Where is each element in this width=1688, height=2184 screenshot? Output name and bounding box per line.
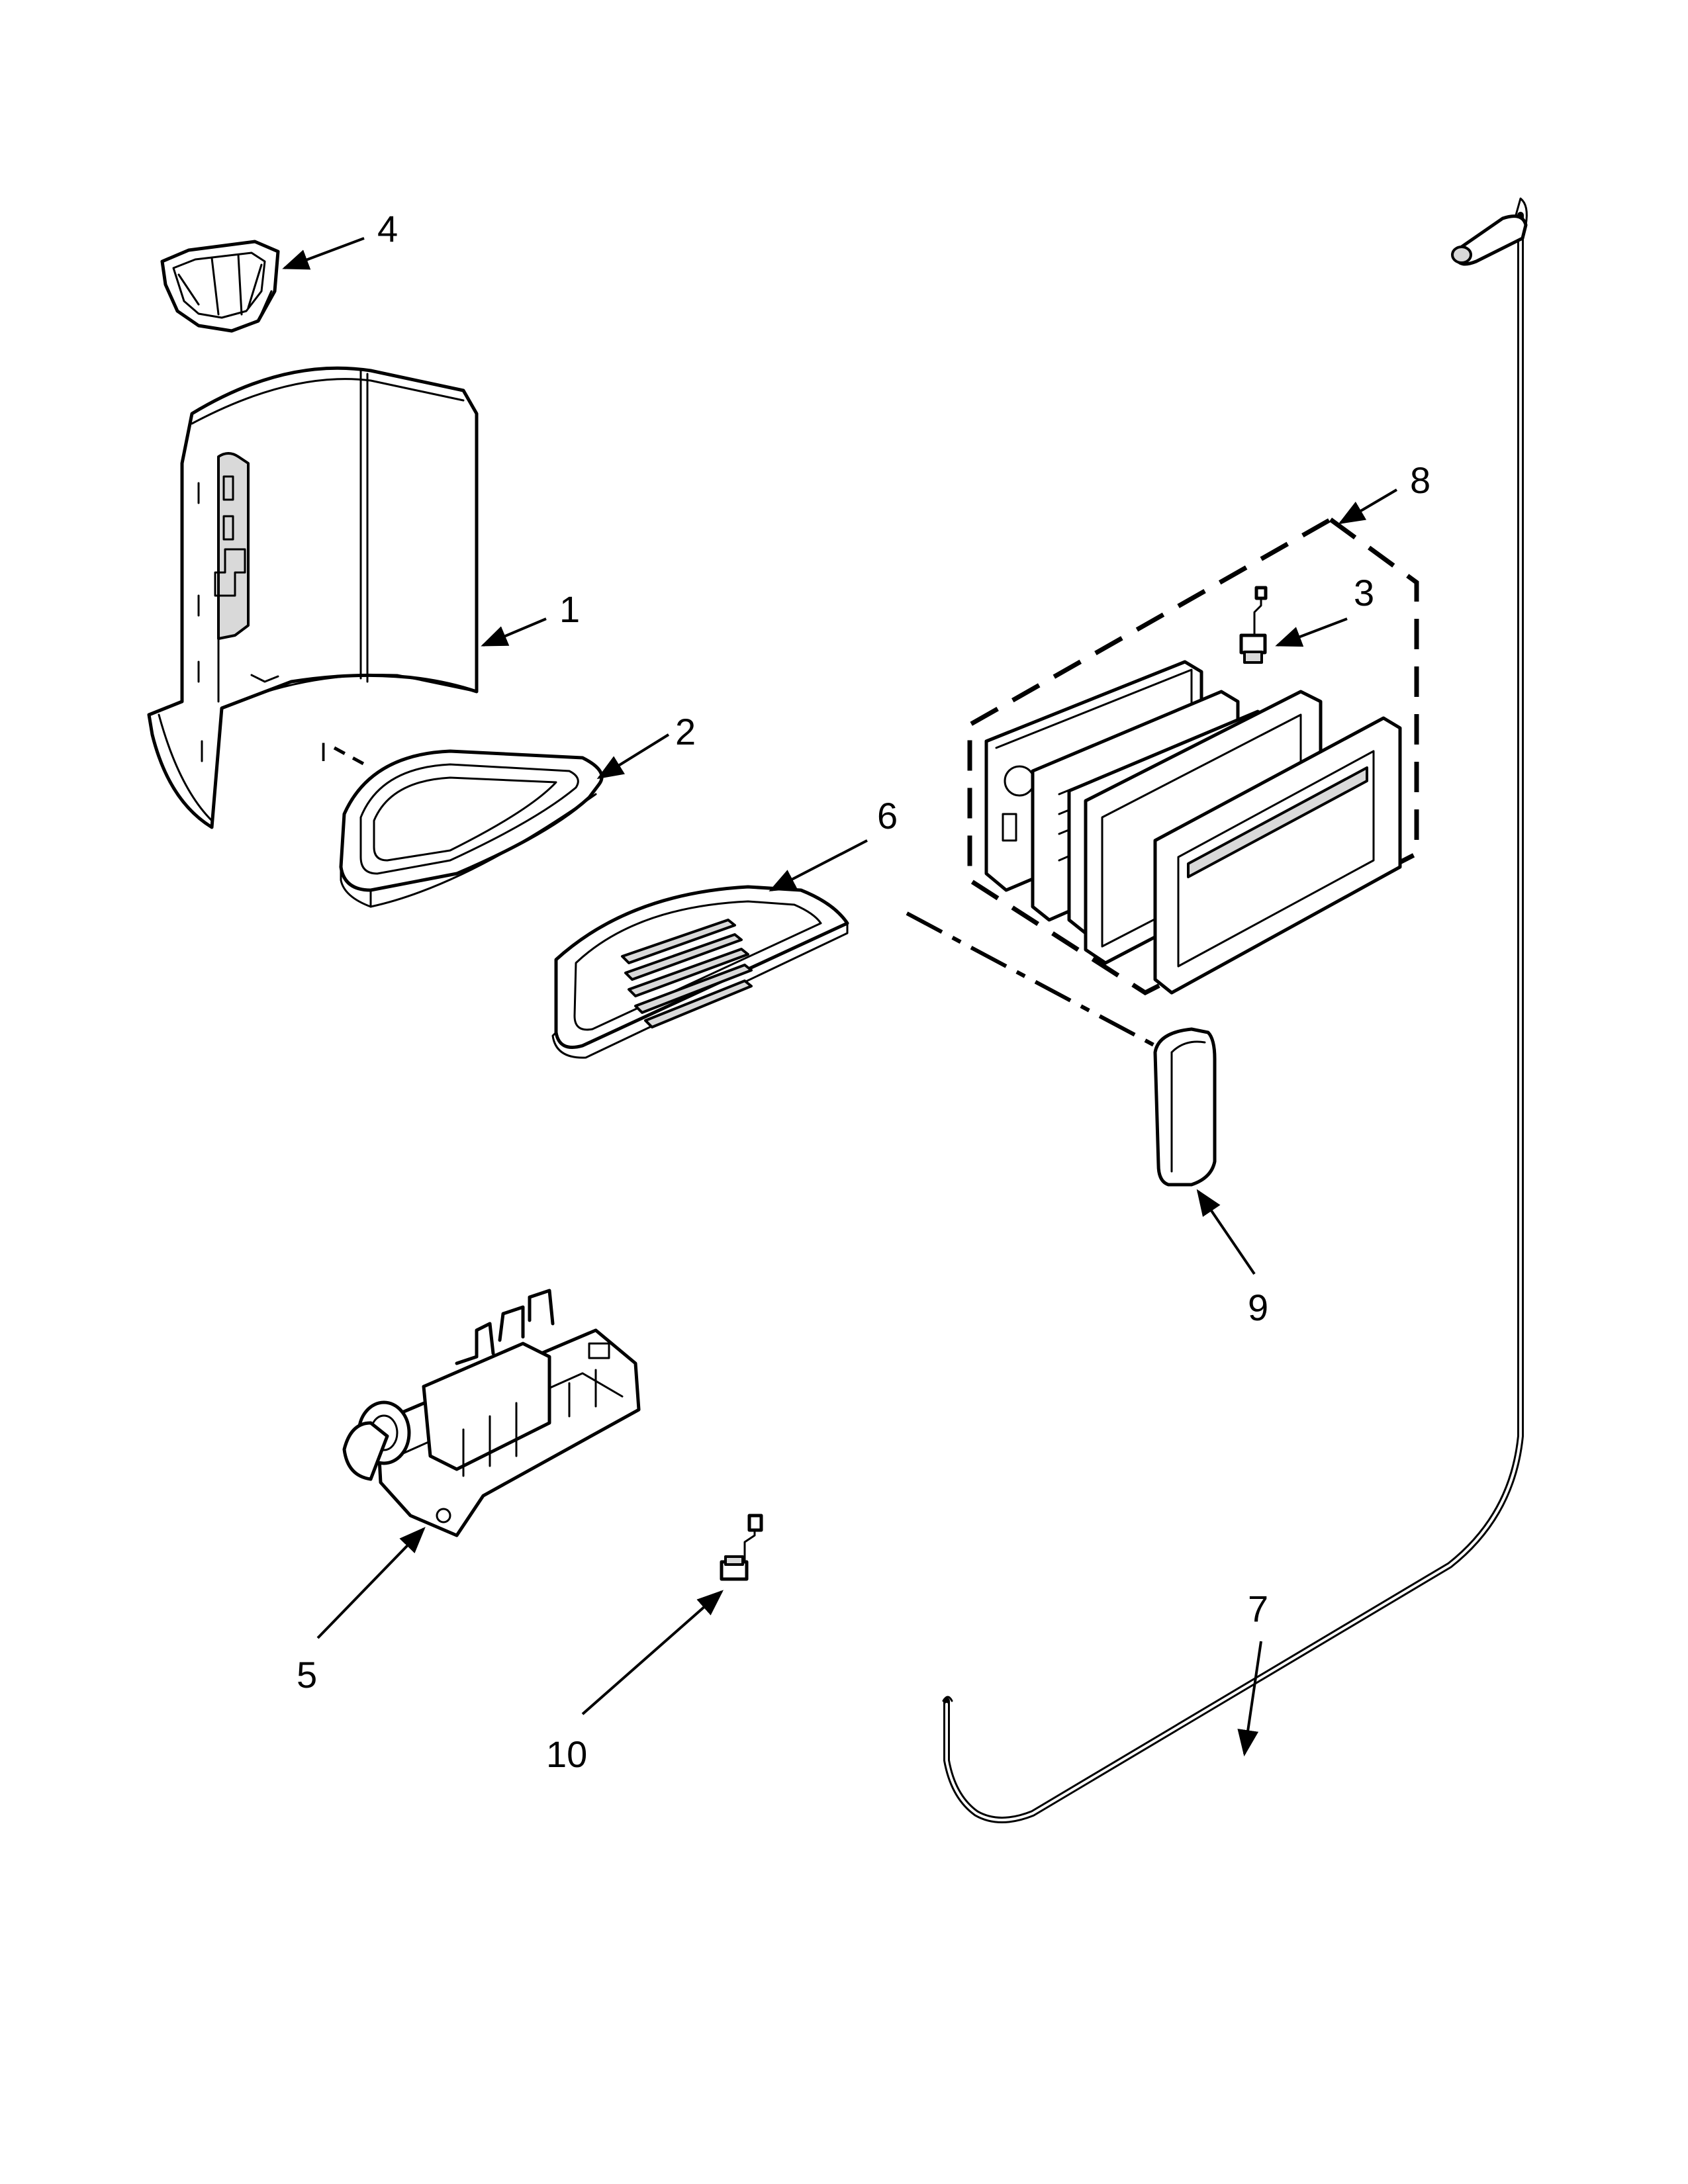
callout-7: 7 [1248, 1588, 1268, 1629]
leader-4 [282, 237, 365, 270]
leader-5 [316, 1527, 426, 1639]
part-5-actuator-assembly [342, 1289, 641, 1537]
part-9-end-cap [1153, 1027, 1217, 1187]
part-2-dispenser-trim [339, 749, 604, 908]
callout-8: 8 [1410, 459, 1430, 501]
leader-1 [481, 617, 547, 647]
leader-6 [769, 839, 868, 891]
leader-7 [1237, 1641, 1262, 1756]
callout-2: 2 [675, 711, 696, 752]
leader-2-dashed [333, 746, 372, 770]
part-6-drip-tray [551, 885, 849, 1059]
leader-8 [1338, 488, 1398, 525]
part-4-ice-cup [160, 240, 280, 333]
alignment-line-6-9 [906, 911, 1156, 1048]
callout-2-tick: I [320, 738, 327, 767]
leader-lines [282, 237, 1398, 1756]
part-7-water-tube [942, 197, 1528, 1823]
callout-labels: 4 1 2 I 6 8 3 9 5 10 7 [297, 208, 1430, 1775]
leader-9 [1196, 1189, 1256, 1275]
callout-3: 3 [1354, 572, 1374, 614]
callout-6: 6 [877, 795, 898, 837]
part-3-wire-connector [1239, 586, 1268, 664]
part-1-housing [147, 366, 479, 829]
grille-slots [621, 919, 753, 1028]
part-10-wire-connector [720, 1514, 763, 1581]
callout-4: 4 [377, 208, 398, 250]
leader-3 [1275, 617, 1348, 647]
leader-2 [596, 733, 670, 780]
callout-5: 5 [297, 1654, 317, 1696]
leader-10 [581, 1590, 724, 1715]
part-8-control-assembly-group [967, 516, 1419, 996]
callout-10: 10 [546, 1733, 587, 1775]
callout-1: 1 [559, 588, 580, 630]
callout-9: 9 [1248, 1287, 1268, 1328]
